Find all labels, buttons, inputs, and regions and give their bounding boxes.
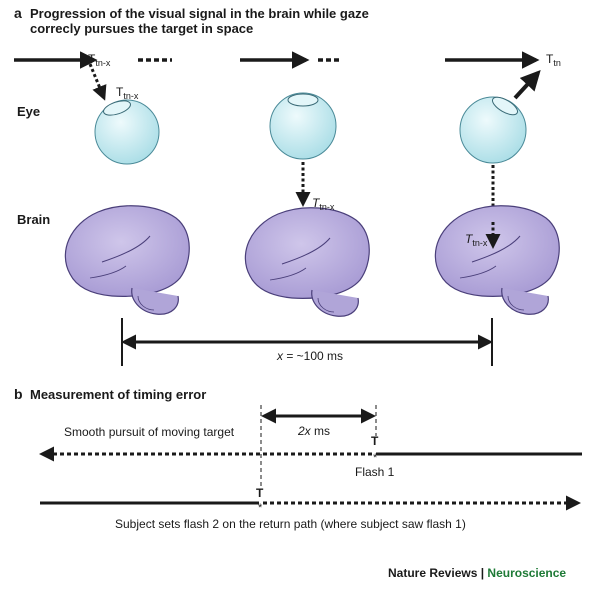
brain-signal-label-3: Ttn-x — [465, 232, 487, 248]
pursuit-label: Smooth pursuit of moving target — [64, 425, 235, 439]
target-subscript: tn-x — [123, 91, 139, 101]
panel-b-heading: Measurement of timing error — [30, 387, 207, 402]
interval-variable: x — [277, 349, 283, 363]
target-symbol: T — [88, 52, 96, 66]
brain-3 — [434, 205, 560, 315]
row-label-eye: Eye — [17, 104, 41, 119]
flash-1-star: * — [373, 452, 378, 464]
target-subscript: tn — [553, 58, 561, 68]
brain-1 — [64, 205, 190, 315]
interval-2x-variable: 2x — [298, 424, 311, 438]
row-label-brain: Brain — [17, 212, 51, 227]
flash-1-label: Flash 1 — [355, 465, 395, 479]
target-label-3: Ttn — [546, 52, 561, 68]
interval-2x-label: 2x ms — [298, 424, 330, 438]
flash-2-caption: Subject sets flash 2 on the return path … — [115, 517, 466, 531]
target-subscript: tn-x — [95, 58, 111, 68]
target-subscript: tn-x — [319, 202, 335, 212]
panel-a-heading-line-1: Progression of the visual signal in the … — [30, 6, 369, 21]
panel-b-letter: b — [14, 386, 23, 402]
eye-1 — [94, 99, 160, 165]
target-subscript: tn-x — [472, 238, 488, 248]
interval-2x-unit: ms — [310, 424, 331, 438]
target-label-1: Ttn-x — [88, 52, 110, 68]
journal-section: Neuroscience — [487, 566, 567, 580]
brain-signal-label-2: Ttn-x — [312, 196, 334, 212]
journal-name: Nature Reviews — [388, 566, 478, 580]
panel-a-heading-line-2: correcly pursues the target in space — [30, 21, 254, 36]
target-symbol: T — [465, 232, 473, 246]
flash-2-star: * — [258, 502, 263, 514]
interval-label: x = ~100 ms — [277, 349, 343, 363]
target-symbol: T — [312, 196, 320, 210]
timing-interval-2x — [260, 405, 377, 486]
eye-3 — [459, 96, 527, 164]
eye-image-label-1: Ttn-x — [116, 85, 138, 101]
gaze-direction-arrow — [513, 70, 541, 100]
panel-a-heading: Progression of the visual signal in the … — [30, 6, 369, 36]
journal-credit: Nature Reviews | Neuroscience — [388, 566, 566, 580]
flash-1-marker: T — [371, 434, 379, 448]
target-symbol: T — [116, 85, 124, 99]
interval-value: = ~100 ms — [283, 349, 344, 363]
interval-bracket — [121, 318, 493, 366]
panel-a-letter: a — [14, 5, 22, 21]
credit-separator: | — [477, 566, 488, 580]
flash-2-marker: T — [256, 486, 264, 500]
eye-2 — [269, 92, 337, 160]
light-path-arrow — [88, 63, 107, 101]
brain-2 — [244, 207, 370, 317]
target-symbol: T — [546, 52, 554, 66]
